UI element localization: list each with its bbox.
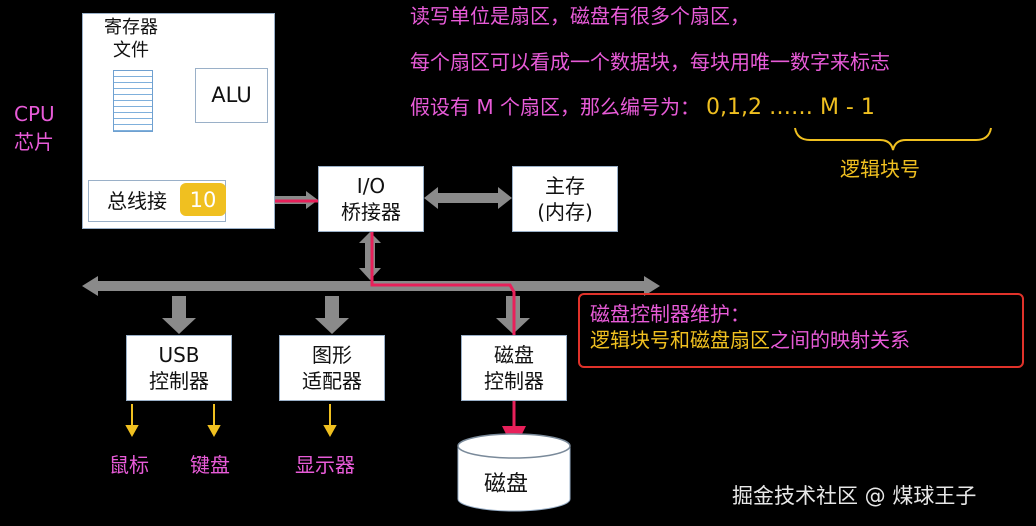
register-file-line2: 文件 xyxy=(113,39,149,61)
disk-cylinder xyxy=(457,433,571,512)
disk-controller-box: 磁盘 控制器 xyxy=(461,335,567,401)
note-line-3: 假设有 M 个扇区，那么编号为：0,1,2 …… M - 1 xyxy=(410,95,875,121)
io-bridge-line2: 桥接器 xyxy=(341,200,401,224)
block-number-brace xyxy=(794,127,992,151)
graphics-adapter-box: 图形 适配器 xyxy=(279,335,385,401)
usb-controller-box: USB 控制器 xyxy=(126,335,232,401)
callout-line2-part2: 之间的映射关系 xyxy=(770,328,910,352)
watermark: 掘金技术社区 @ 煤球王子 xyxy=(732,484,977,508)
note-line-2: 每个扇区可以看成一个数据块，每块用唯一数字来标志 xyxy=(410,50,890,74)
io-bridge-line1: I/O xyxy=(356,174,386,198)
graphics-adapter-line1: 图形 xyxy=(312,343,352,367)
display-label: 显示器 xyxy=(295,453,355,477)
iobridge-memory-arrow xyxy=(424,187,512,209)
main-memory-line2: (内存) xyxy=(537,200,593,224)
cpu-label-line2: 芯片 xyxy=(14,130,54,154)
device-arrows xyxy=(125,404,337,438)
disk-controller-line2: 控制器 xyxy=(484,369,544,393)
callout-line1: 磁盘控制器维护： xyxy=(590,302,750,326)
alu-box: ALU xyxy=(195,68,268,123)
note-line-1: 读写单位是扇区，磁盘有很多个扇区， xyxy=(410,4,750,28)
brace-label: 逻辑块号 xyxy=(840,157,920,181)
io-bridge-box: I/O 桥接器 xyxy=(318,166,424,232)
usb-controller-line2: 控制器 xyxy=(149,369,209,393)
disk-label: 磁盘 xyxy=(484,472,529,497)
cpu-label-line1: CPU xyxy=(14,102,55,126)
iobridge-bus-arrow xyxy=(359,232,381,280)
register-file-label: 寄存器 文件 xyxy=(104,17,158,62)
callout-line2: 逻辑块号和磁盘扇区之间的映射关系 xyxy=(590,327,1012,353)
bus-graphics-arrow xyxy=(315,296,349,334)
keyboard-label: 键盘 xyxy=(190,453,230,477)
cpu-chip-label: CPU 芯片 xyxy=(14,100,55,156)
disk-controller-callout: 磁盘控制器维护： 逻辑块号和磁盘扇区之间的映射关系 xyxy=(578,293,1024,368)
usb-controller-line1: USB xyxy=(158,343,200,367)
step-badge: 10 xyxy=(180,183,226,216)
callout-line2-part1: 逻辑块号和磁盘扇区 xyxy=(590,328,770,352)
register-file-line1: 寄存器 xyxy=(104,17,158,38)
note-line-3-prefix: 假设有 M 个扇区，那么编号为： xyxy=(410,95,700,119)
bus-usb-arrow xyxy=(162,296,196,334)
alu-label: ALU xyxy=(211,82,252,107)
graphics-adapter-line2: 适配器 xyxy=(302,369,362,393)
disk-controller-line1: 磁盘 xyxy=(494,343,534,367)
block-number-sequence: 0,1,2 …… M - 1 xyxy=(705,95,875,120)
register-file-icon xyxy=(113,70,153,132)
main-memory-box: 主存 (内存) xyxy=(512,166,618,232)
bus-interface-label: 总线接 xyxy=(107,189,167,213)
main-memory-line1: 主存 xyxy=(545,174,585,198)
mouse-label: 鼠标 xyxy=(109,453,149,477)
